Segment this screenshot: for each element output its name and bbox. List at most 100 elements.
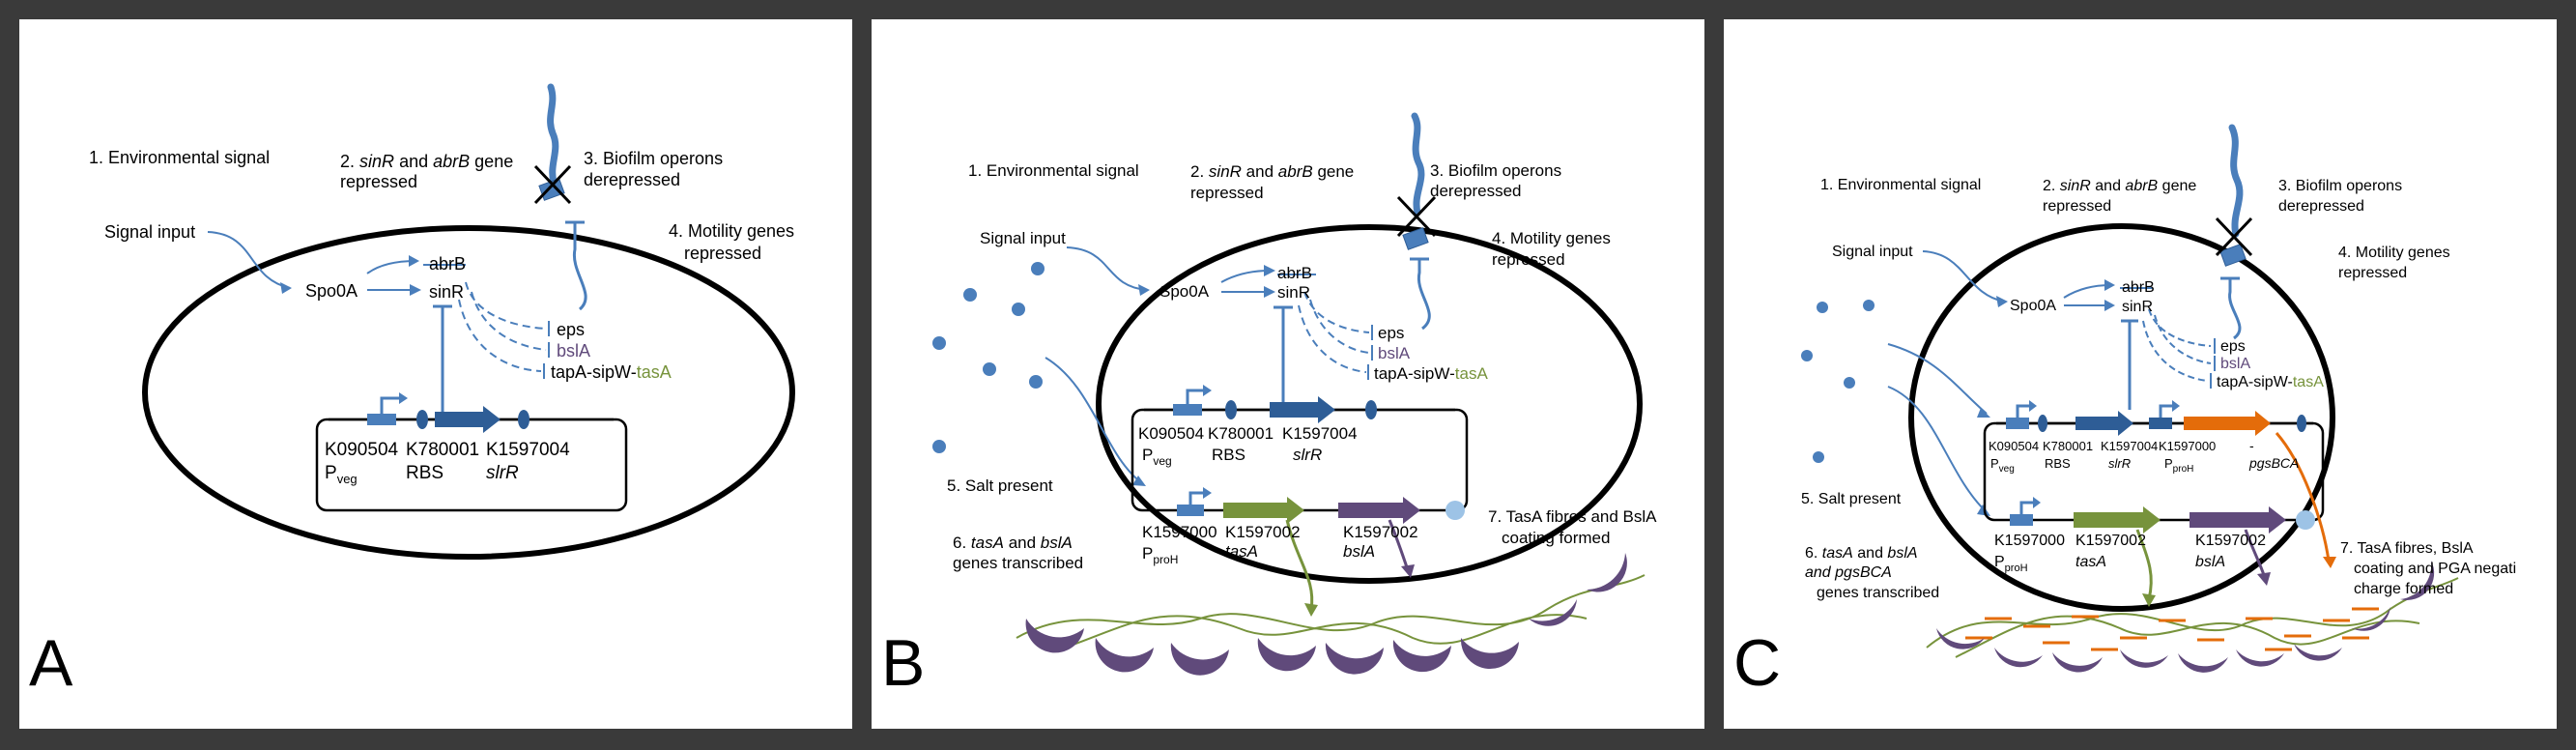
promoter-block-2 <box>2010 514 2033 526</box>
tasa-text: tasA <box>637 362 672 382</box>
signal-input-label: Signal input <box>104 222 195 242</box>
pgsbca-arrowhead <box>2323 557 2336 568</box>
step1-label: 1. Environmental signal <box>89 148 270 167</box>
part4-sub: proH <box>1153 553 1178 566</box>
dashed-blsa <box>471 291 547 351</box>
step2-gene2: abrB <box>2125 178 2158 194</box>
tasa-fibres <box>1926 577 2459 658</box>
step1-label: 1. Environmental signal <box>1820 177 1981 193</box>
inhibition-cross-icon <box>1396 195 1437 238</box>
part3-name: slrR <box>1293 446 1322 464</box>
part3-id: K1597004 <box>486 440 570 460</box>
step2-and: and <box>2095 178 2121 194</box>
terminator-oval-icon <box>518 410 530 429</box>
step6-line2: and pgsBCA <box>1805 564 1892 581</box>
promoter-block-3 <box>2149 418 2172 429</box>
step6-gene2: bslA <box>1041 534 1073 552</box>
step6-gene1: tasA <box>1822 545 1853 562</box>
cell-membrane <box>142 225 795 560</box>
tapa-text: tapA-sipW- <box>2217 374 2293 390</box>
step6-and: and <box>1857 545 1883 562</box>
tasa-arrowhead <box>1304 603 1318 617</box>
arrowhead <box>409 255 419 267</box>
eps-label: eps <box>1378 324 1404 342</box>
blsa-label: bslA <box>2220 356 2250 372</box>
step2-and: and <box>399 152 428 171</box>
step2-gene2: abrB <box>433 152 470 171</box>
blsa-coating <box>1936 561 2435 673</box>
signal-input-label: Signal input <box>1832 244 1913 260</box>
tasa-expression-arrow <box>2135 529 2153 600</box>
blsa-gene-arrow-icon <box>2190 506 2286 534</box>
step7-line2: coating and PGA negati <box>2354 561 2516 577</box>
part1-name: Pveg <box>1142 446 1172 468</box>
flagellum-icon <box>2228 124 2244 238</box>
panel-a: 1. Environmental signal 2. sinR and abrB… <box>19 19 852 729</box>
step4-line1: 4. Motility genes <box>669 221 794 241</box>
part5-name: tasA <box>2075 554 2106 570</box>
step6-line2: genes transcribed <box>953 554 1083 572</box>
part1-name: Pveg <box>325 463 358 486</box>
step2-num: 2. <box>2043 178 2055 194</box>
tapa-text: tapA-sipW- <box>551 362 637 382</box>
promoter-arrow-icon <box>1186 389 1205 404</box>
diagram-a: 1. Environmental signal 2. sinR and abrB… <box>89 83 795 560</box>
step6-gene1: tasA <box>971 534 1004 552</box>
step2-label: 2. sinR and abrB gene <box>2043 178 2196 194</box>
step2-tail: gene <box>2162 178 2197 194</box>
part1-sub: veg <box>1153 454 1171 468</box>
step6-label: 6. tasA and bslA <box>1805 545 1918 562</box>
part1-id: K090504 <box>1138 424 1204 443</box>
part3-name: slrR <box>486 463 519 483</box>
part5-id: K1597002 <box>2075 533 2146 549</box>
membrane-receptor-icon <box>1402 227 1429 250</box>
pga-charge <box>1965 607 2379 651</box>
rbs-oval-icon <box>416 410 428 429</box>
spo0a-label: Spo0A <box>2010 298 2056 314</box>
part1-p: P <box>1990 456 1999 471</box>
tapa-label: tapA-sipW-tasA <box>551 362 672 382</box>
sinr-label: sinR <box>1277 283 1310 302</box>
pgs-dash: - <box>2249 438 2254 453</box>
step4-line2: repressed <box>684 244 761 263</box>
step2-gene1: sinR <box>359 152 394 171</box>
step2-tail: gene <box>474 152 513 171</box>
step6-gene2: bslA <box>1887 545 1917 562</box>
dashed-tapa <box>1298 304 1367 373</box>
part6-id: K1597002 <box>1343 523 1418 541</box>
inhibition-line <box>572 222 587 311</box>
promoter-arrowhead <box>1203 385 1212 396</box>
part6-name: bslA <box>2195 554 2225 570</box>
diagram-c: 1. Environmental signal 2. sinR and abrB… <box>1801 124 2516 673</box>
arrowhead <box>1264 265 1275 276</box>
blsa-coating <box>1025 553 1627 676</box>
blsa-arrowhead <box>2257 572 2271 586</box>
promoter-arrow-icon <box>2019 501 2035 514</box>
abrb-label: abrB <box>429 254 466 274</box>
blsa-gene-arrow-icon <box>1338 497 1420 524</box>
promoter-block <box>1173 404 1202 416</box>
step3-line2: derepressed <box>2278 198 2364 215</box>
tapa-label: tapA-sipW-tasA <box>2217 374 2324 390</box>
inhibition-cross-icon <box>533 164 572 205</box>
dashed-blsa <box>2154 314 2212 364</box>
step6-and: and <box>1009 534 1036 552</box>
dashed-blsa <box>1309 299 1370 354</box>
promoter-arrowhead <box>2172 400 2180 412</box>
sinr-label: sinR <box>429 282 464 302</box>
step3-line2: derepressed <box>584 170 680 189</box>
rbs-oval-icon <box>1225 400 1237 419</box>
panel-letter-c: C <box>1733 626 1782 700</box>
step2-line2: repressed <box>2043 198 2111 215</box>
blsa-arrowhead <box>1401 564 1415 578</box>
arrowhead <box>410 284 421 296</box>
promoter-block-2 <box>1177 505 1204 516</box>
part6-id: K1597002 <box>2195 533 2266 549</box>
terminator-circle-icon <box>1445 501 1465 520</box>
spo0a-abrb-arrow <box>2063 284 2111 299</box>
tasa-arrowhead <box>2142 593 2156 607</box>
step3-line1: 3. Biofilm operons <box>584 149 723 168</box>
part3b-id: K1597000 <box>2159 439 2216 453</box>
step5-label: 5. Salt present <box>947 476 1053 495</box>
salt-arrow <box>1887 343 1988 415</box>
